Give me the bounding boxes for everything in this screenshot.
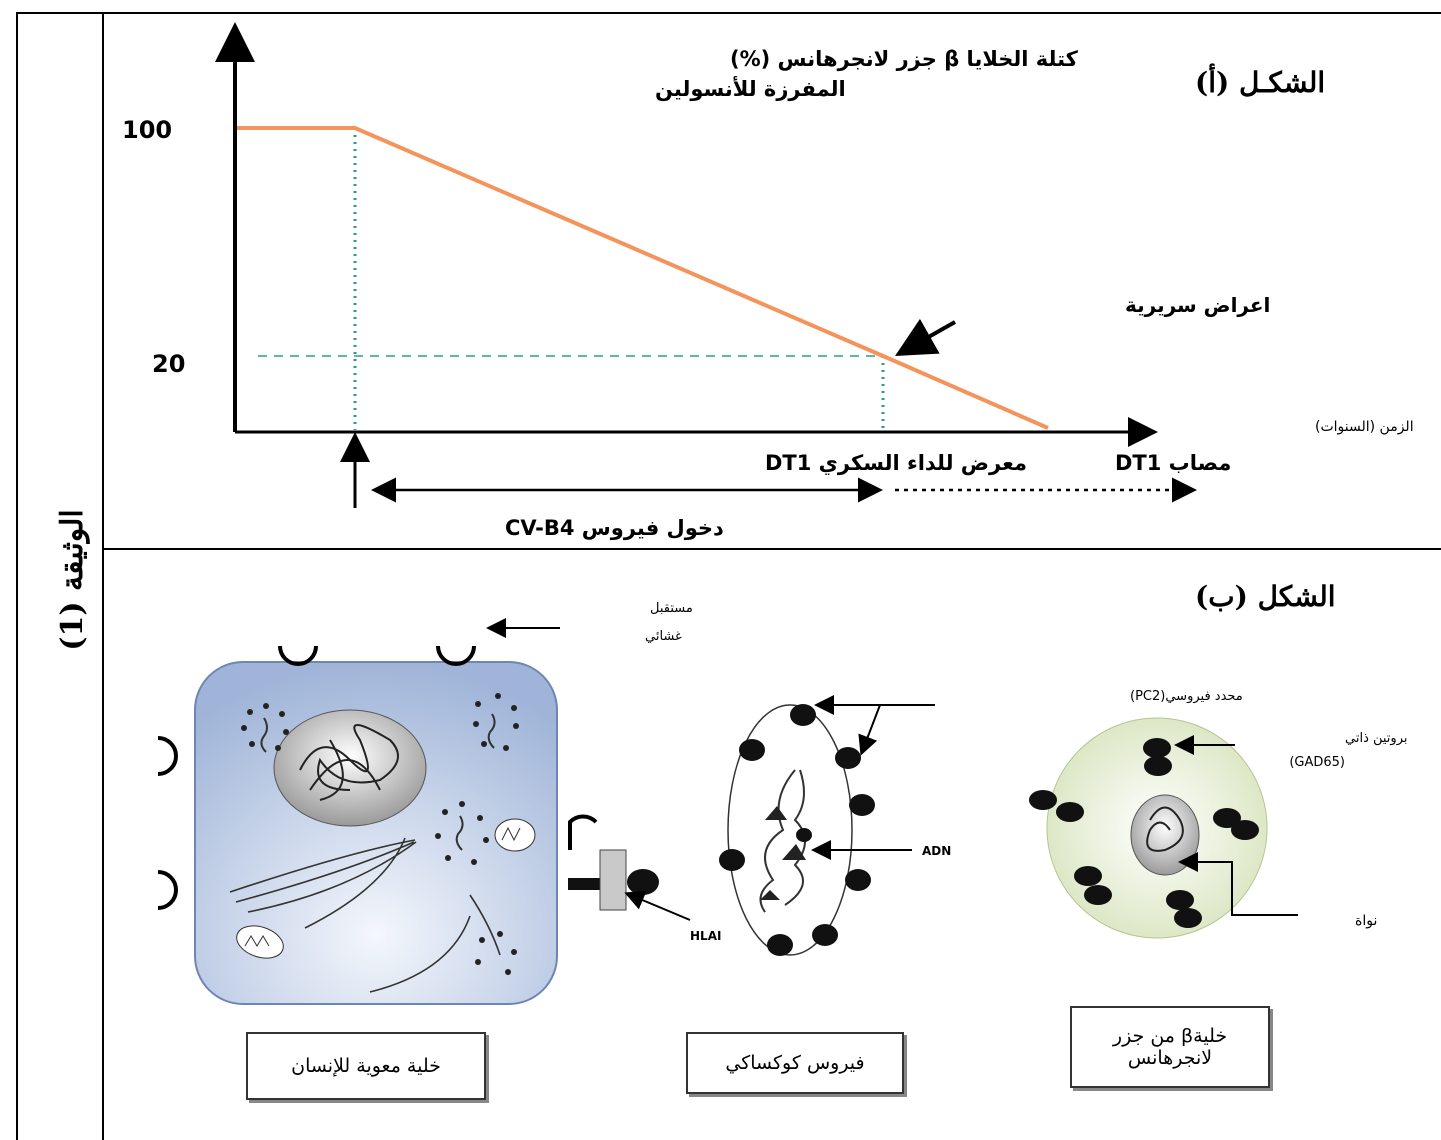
side-divider xyxy=(102,12,104,1140)
beta-caption-line1: خليةβ من جزر xyxy=(1112,1025,1228,1047)
infected-label: مصاب DT1 xyxy=(1115,451,1231,475)
hla-label: HLAI xyxy=(690,929,721,943)
adn-label: ADN xyxy=(922,844,951,858)
symptoms-arrow xyxy=(895,318,956,356)
virus-caption: فيروس كوكساكي xyxy=(686,1032,904,1094)
figure-a-title: الشكـل (أ) xyxy=(1195,66,1326,99)
hla-arrow xyxy=(624,890,691,921)
document-frame xyxy=(16,12,1441,1140)
membrane-receptors xyxy=(157,645,598,910)
tick-label-20: 20 xyxy=(152,350,185,378)
self-protein-label-line1: بروتين ذاتي xyxy=(1345,731,1408,746)
beta-cell-caption: خليةβ من جزر لانجرهانس xyxy=(1070,1006,1270,1088)
receptor-label-line1: مستقبل xyxy=(650,601,693,616)
nucleus-label: نواة xyxy=(1355,913,1377,929)
at-risk-label: معرض للداء السكري DT1 xyxy=(765,451,1027,476)
intestinal-cell-caption: خلية معوية للإنسان xyxy=(246,1032,486,1100)
beta-cell xyxy=(1029,717,1268,939)
coxsackie-virus xyxy=(719,704,875,956)
x-axis-label: الزمن (السنوات) xyxy=(1315,419,1414,435)
nucleus-arrow xyxy=(1178,852,1298,916)
y-axis-label-line1: كتلة الخلايا β جزر لانجرهانس (%) xyxy=(730,47,1079,71)
beta-caption-line2: لانجرهانس xyxy=(1127,1047,1213,1069)
self-protein-label-line2: (GAD65) xyxy=(1289,755,1345,770)
figure-b-title: الشكل (ب) xyxy=(1195,580,1336,613)
receptor-label-line2: غشائي xyxy=(645,629,682,644)
intestinal-cell xyxy=(194,661,558,1005)
viral-determinant-arrow-2 xyxy=(858,704,881,756)
symptoms-label: اعراض سريرية xyxy=(1125,293,1270,317)
figure-divider xyxy=(102,548,1441,550)
virus-entry-label: دخول فيروس CV-B4 xyxy=(505,516,724,540)
y-axis-label-line2: المفرزة للأنسولين xyxy=(655,75,846,101)
tick-label-100: 100 xyxy=(122,116,172,144)
viral-determinant-label: محدد فيروسي(PC2) xyxy=(1130,689,1243,704)
hla-complex xyxy=(568,849,659,911)
series-line xyxy=(237,126,1049,430)
